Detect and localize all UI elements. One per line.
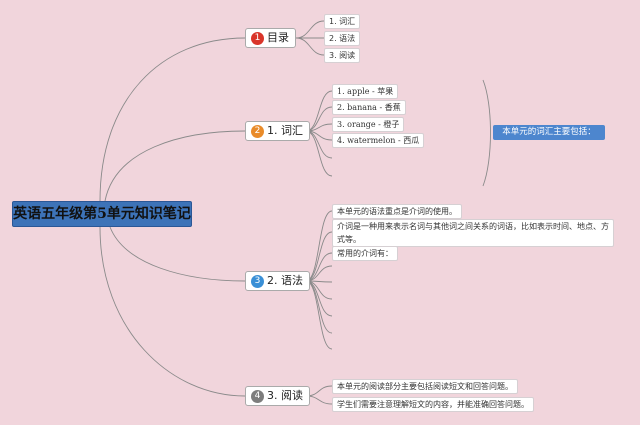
number-badge-3: 3 [251, 274, 264, 288]
link-toc-1 [295, 20, 325, 39]
link-root-grammar [109, 226, 246, 282]
number-badge-1: 1 [251, 31, 264, 45]
link-root-toc [99, 37, 246, 202]
grammar-note-1[interactable]: 本单元的语法重点是介词的使用。 [332, 204, 462, 219]
number-badge-4: 4 [251, 389, 264, 403]
vocab-bracket [482, 79, 491, 187]
link-root-vocab [104, 130, 246, 202]
link-root-reading [99, 226, 246, 397]
branch-reading-label: 3. 阅读 [267, 389, 303, 402]
grammar-note-3[interactable]: 常用的介词有： [332, 246, 398, 261]
branch-reading[interactable]: 4 3. 阅读 [245, 386, 310, 406]
link-toc-3 [295, 37, 325, 56]
branch-toc[interactable]: 1 目录 [245, 28, 296, 48]
branch-grammar[interactable]: 3 2. 语法 [245, 271, 310, 291]
branch-grammar-label: 2. 语法 [267, 274, 303, 287]
toc-item-3[interactable]: 3. 阅读 [324, 48, 361, 63]
vocab-item-2[interactable]: 2. banana - 香蕉 [332, 100, 406, 115]
vocabulary-summary-callout[interactable]: 本单元的词汇主要包括： [493, 125, 605, 140]
grammar-note-2[interactable]: 介词是一种用来表示名词与其他词之间关系的词语，比如表示时间、地点、方式等。 [332, 219, 614, 247]
branch-toc-label: 目录 [267, 31, 289, 44]
reading-note-1[interactable]: 本单元的阅读部分主要包括阅读短文和回答问题。 [332, 379, 518, 394]
toc-item-2[interactable]: 2. 语法 [324, 31, 361, 46]
toc-item-1[interactable]: 1. 词汇 [324, 14, 361, 29]
link-grammar-1 [305, 210, 333, 282]
root-node[interactable]: 英语五年级第5单元知识笔记 [12, 201, 192, 227]
branch-vocabulary-label: 1. 词汇 [267, 124, 303, 137]
reading-note-2[interactable]: 学生们需要注意理解短文的内容，并能准确回答问题。 [332, 397, 534, 412]
vocab-item-1[interactable]: 1. apple - 苹果 [332, 84, 399, 99]
vocab-item-3[interactable]: 3. orange - 橙子 [332, 117, 405, 132]
vocab-item-4[interactable]: 4. watermelon - 西瓜 [332, 133, 425, 148]
number-badge-2: 2 [251, 124, 264, 138]
branch-vocabulary[interactable]: 2 1. 词汇 [245, 121, 310, 141]
